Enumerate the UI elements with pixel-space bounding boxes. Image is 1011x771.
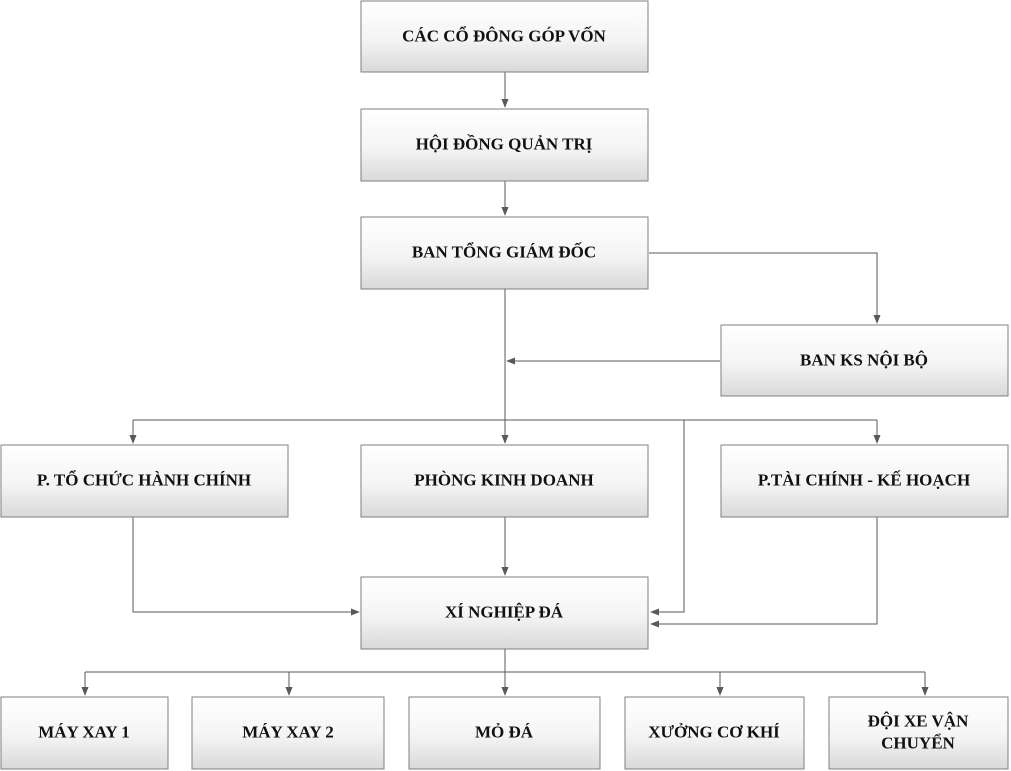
node-label: XÍ NGHIỆP ĐÁ (445, 603, 564, 622)
node-label: P. TỔ CHỨC HÀNH CHÍNH (37, 470, 251, 490)
connectors (81, 72, 929, 696)
connector-finance-enterprise (650, 517, 878, 628)
node-crusher1: MÁY XAY 1 (0, 696, 169, 770)
node-shareholders: CÁC CỔ ĐÔNG GÓP VỐN (360, 0, 649, 73)
node-label: HỘI ĐỒNG QUẢN TRỊ (416, 134, 593, 154)
node-audit: BAN KS NỘI BỘ (720, 324, 1009, 397)
node-board: HỘI ĐỒNG QUẢN TRỊ (360, 108, 649, 182)
node-box (360, 0, 649, 73)
node-label: XƯỞNG CƠ KHÍ (648, 723, 780, 742)
node-admin: P. TỔ CHỨC HÀNH CHÍNH (0, 444, 289, 518)
node-label: BAN KS NỘI BỘ (800, 351, 928, 370)
node-sales: PHÒNG KINH DOANH (360, 444, 649, 518)
node-box (360, 108, 649, 182)
node-label: MÁY XAY 1 (38, 723, 130, 742)
node-label: BAN TỔNG GIÁM ĐỐC (412, 242, 596, 262)
node-label: MÁY XAY 2 (242, 723, 334, 742)
node-box (720, 324, 1009, 397)
node-workshop: XƯỞNG CƠ KHÍ (624, 696, 805, 770)
node-box (720, 444, 1009, 518)
node-label: MỎ ĐÁ (475, 723, 534, 742)
node-label: ĐỘI XE VẬN (868, 712, 969, 731)
node-quarry: MỎ ĐÁ (408, 696, 601, 770)
node-label: CÁC CỔ ĐÔNG GÓP VỐN (402, 26, 606, 46)
node-executive: BAN TỔNG GIÁM ĐỐC (360, 216, 649, 290)
node-label: PHÒNG KINH DOANH (414, 471, 593, 490)
connector-admin-enterprise (132, 517, 360, 616)
node-box (0, 696, 169, 770)
node-box (408, 696, 601, 770)
node-label: P.TÀI CHÍNH - KẾ HOẠCH (758, 471, 970, 490)
node-box (360, 576, 649, 650)
node-transport: ĐỘI XE VẬN CHUYỂN (828, 696, 1009, 770)
connector-executive-audit (649, 252, 881, 324)
node-box (191, 696, 385, 770)
node-box (828, 696, 1009, 770)
node-finance: P.TÀI CHÍNH - KẾ HOẠCH (720, 444, 1009, 518)
node-box (360, 216, 649, 290)
node-label: CHUYỂN (881, 734, 955, 753)
node-box (624, 696, 805, 770)
node-quarry-enterprise: XÍ NGHIỆP ĐÁ (360, 576, 649, 650)
node-box (0, 444, 289, 518)
connector-executive-enterprise (650, 420, 685, 616)
node-box (360, 444, 649, 518)
node-crusher2: MÁY XAY 2 (191, 696, 385, 770)
